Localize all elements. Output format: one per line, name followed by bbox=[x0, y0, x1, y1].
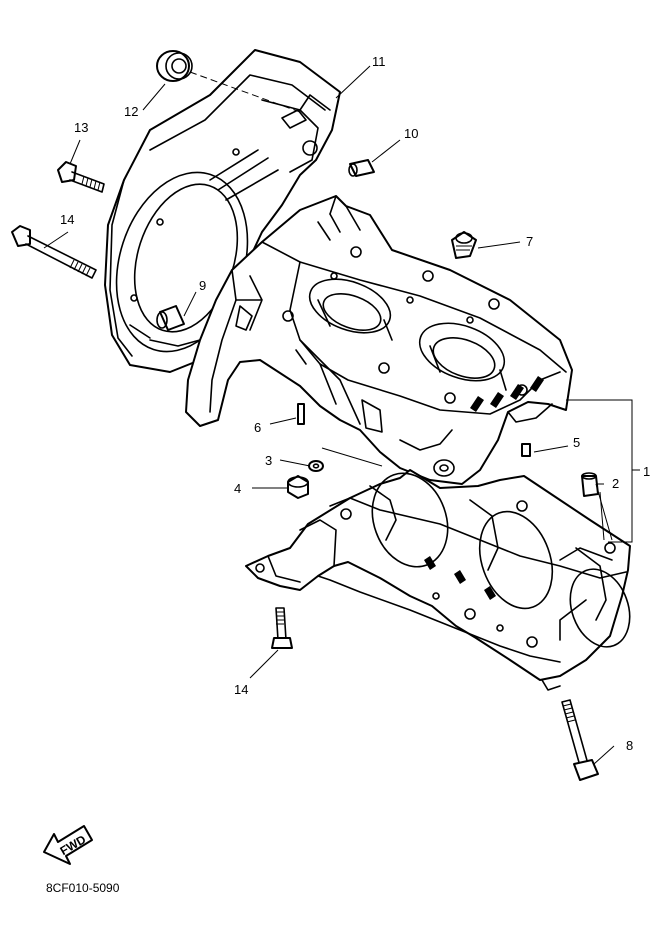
part-labels: 11 12 13 10 14 7 9 6 5 1 3 2 4 14 8 bbox=[60, 54, 650, 753]
fwd-arrow-icon: FWD bbox=[43, 825, 93, 865]
part-7-fitting bbox=[451, 231, 477, 259]
catalog-code: 8CF010-5090 bbox=[46, 881, 120, 895]
label-5: 5 bbox=[573, 435, 580, 450]
label-14-upper: 14 bbox=[60, 212, 74, 227]
part-5-dowel bbox=[521, 443, 531, 457]
label-2: 2 bbox=[612, 476, 619, 491]
label-12: 12 bbox=[124, 104, 138, 119]
label-11: 11 bbox=[372, 54, 386, 69]
part-6-pin bbox=[297, 403, 305, 425]
label-7: 7 bbox=[526, 234, 533, 249]
label-10: 10 bbox=[404, 126, 418, 141]
part-8-long-bolt bbox=[561, 699, 599, 781]
upper-crankcase bbox=[185, 195, 573, 485]
label-3: 3 bbox=[265, 453, 272, 468]
part-2-sleeve bbox=[581, 472, 599, 497]
label-1: 1 bbox=[643, 464, 650, 479]
label-9: 9 bbox=[199, 278, 206, 293]
part-9-collar bbox=[156, 305, 185, 331]
part-3-washer bbox=[308, 460, 324, 472]
label-13: 13 bbox=[74, 120, 88, 135]
part-11-flywheel-cover bbox=[104, 49, 341, 373]
label-14-lower: 14 bbox=[234, 682, 248, 697]
part-14-long-bolt-upper bbox=[11, 225, 97, 279]
label-8: 8 bbox=[626, 738, 633, 753]
part-14-bolt-lower bbox=[271, 607, 293, 649]
part-4-bolt bbox=[287, 475, 309, 499]
part-12-oil-seal bbox=[156, 50, 301, 113]
part-10-dowel-pin bbox=[348, 159, 375, 177]
label-6: 6 bbox=[254, 420, 261, 435]
label-4: 4 bbox=[234, 481, 241, 496]
leader-lines bbox=[43, 65, 640, 765]
lower-crankcase bbox=[245, 469, 631, 691]
part-13-bolt bbox=[57, 161, 105, 193]
